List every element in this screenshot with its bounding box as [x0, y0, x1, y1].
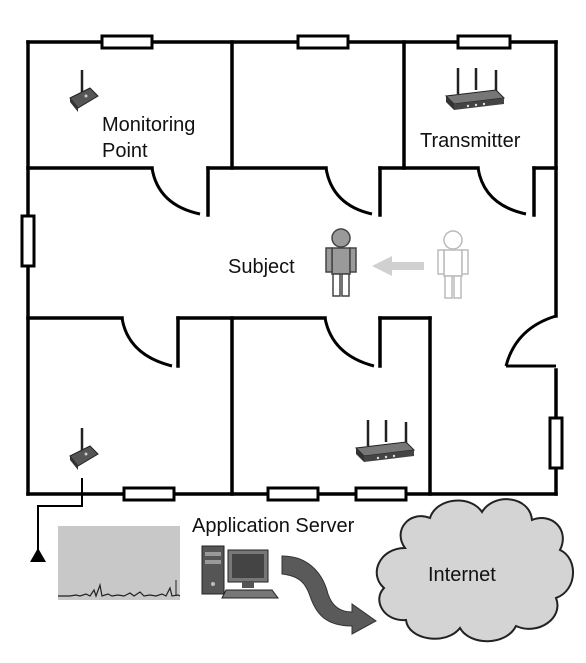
window-icon: [20, 214, 36, 268]
router-icon: [354, 420, 416, 462]
router-icon: [69, 428, 99, 470]
transmitter-label: Transmitter: [420, 130, 521, 152]
arrow-icon: [281, 555, 377, 635]
subject-label: Subject: [228, 256, 295, 278]
window-icon: [122, 486, 176, 502]
door-icon: [150, 167, 201, 216]
windows: [20, 34, 564, 502]
window-icon: [548, 416, 564, 470]
computer-icon: [201, 545, 279, 599]
window-icon: [100, 34, 154, 50]
ground-icon: [30, 478, 83, 562]
doors: [120, 167, 557, 368]
monitoring-point-label: Point: [102, 140, 148, 162]
cloud-icon: [375, 498, 574, 643]
monitoring-point-label: Monitoring: [102, 114, 195, 136]
person-icon: [325, 228, 357, 297]
door-icon: [476, 167, 527, 216]
window-icon: [354, 486, 408, 502]
internet-label: Internet: [428, 564, 496, 586]
arrow-icon: [372, 256, 424, 276]
window-icon: [456, 34, 512, 50]
door-icon: [504, 314, 557, 368]
window-icon: [266, 486, 320, 502]
person-icon: [437, 230, 469, 299]
door-icon: [324, 167, 373, 216]
window-icon: [296, 34, 350, 50]
door-icon: [323, 317, 375, 368]
signal-plot: [58, 526, 181, 600]
door-icon: [120, 317, 173, 368]
application-server-label: Application Server: [192, 515, 355, 537]
router-icon: [444, 68, 506, 110]
router-icon: [69, 70, 99, 112]
